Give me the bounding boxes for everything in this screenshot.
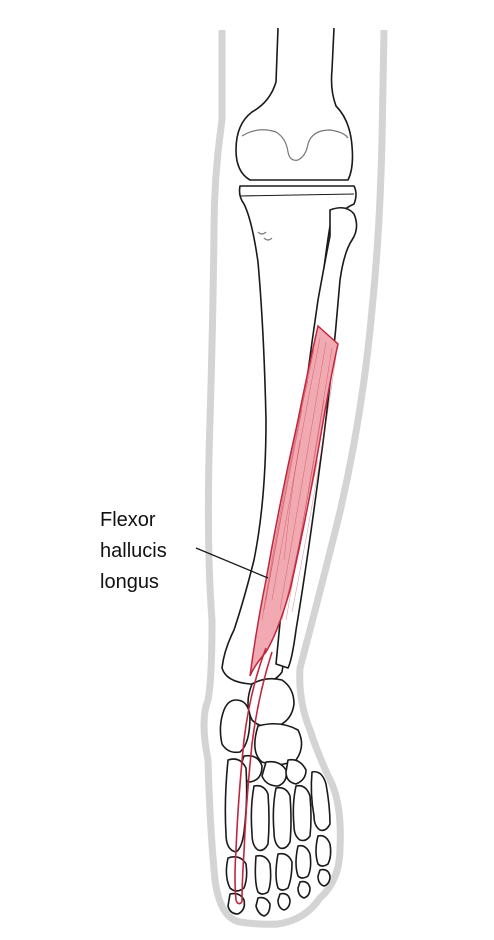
label-line-1: Flexor bbox=[100, 509, 156, 531]
label-line-3: longus bbox=[100, 571, 159, 593]
muscle-label: Flexor hallucis longus bbox=[100, 505, 167, 598]
label-leader-line bbox=[195, 547, 269, 579]
flexor-hallucis-longus-muscle bbox=[249, 324, 339, 677]
tarsal-bones bbox=[219, 677, 307, 787]
femur bbox=[235, 27, 354, 181]
phalanges bbox=[225, 834, 332, 917]
flexor-hallucis-longus-tendon bbox=[234, 647, 273, 905]
metatarsal-bones bbox=[224, 758, 331, 853]
label-line-2: hallucis bbox=[100, 540, 167, 562]
